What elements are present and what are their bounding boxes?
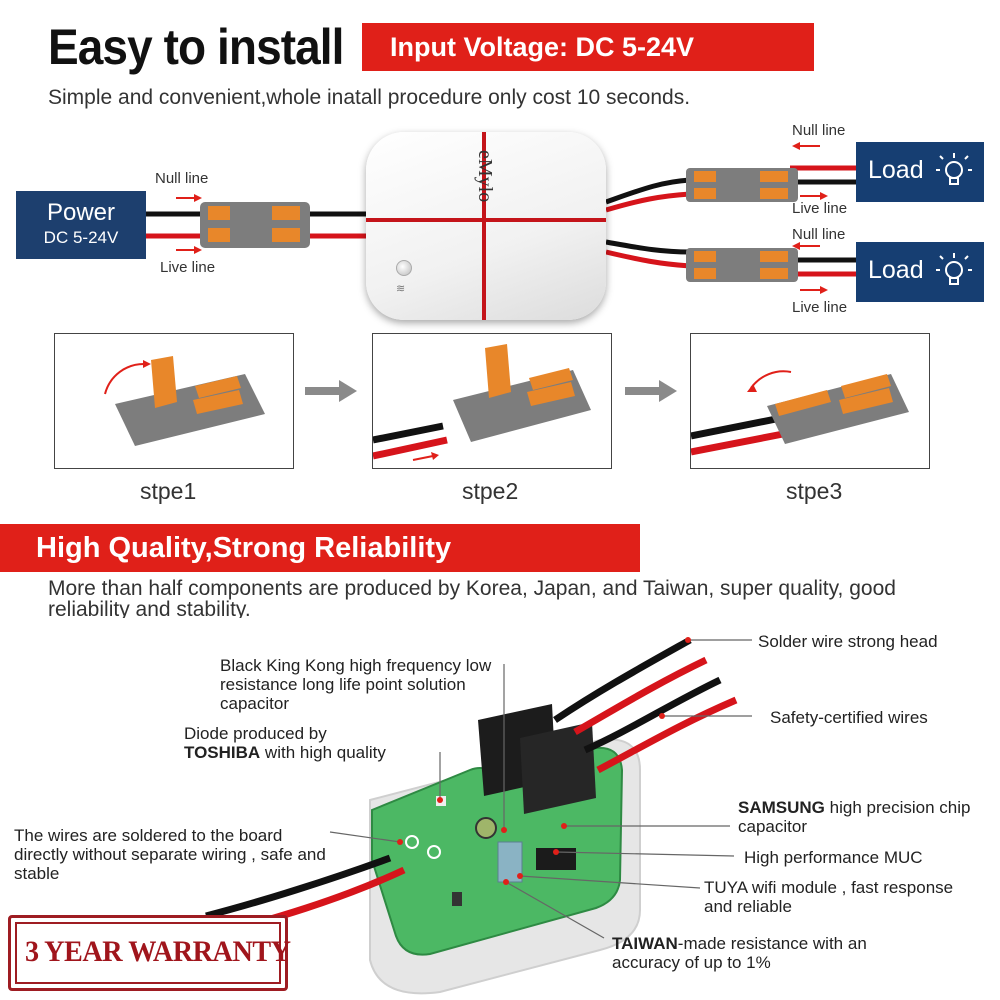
samsung-callout: SAMSUNG high precision chip capacitor — [738, 798, 988, 836]
power-voltage: DC 5-24V — [43, 228, 119, 247]
live-line-label-bottom: Live line — [792, 299, 848, 316]
voltage-banner: Input Voltage: DC 5-24V — [362, 23, 814, 71]
live-line-label-top: Live line — [792, 200, 848, 217]
safety-wires-callout: Safety-certified wires — [770, 708, 928, 727]
power-box: Power DC 5-24V — [16, 191, 146, 259]
load-label: Load — [868, 156, 924, 184]
page-title: Easy to install — [48, 19, 344, 75]
capacitor-callout: Black King Kong high frequency low resis… — [220, 656, 492, 713]
null-line-label-top: Null line — [792, 122, 846, 139]
diode-callout-brand: TOSHIBA — [184, 743, 261, 762]
wifi-icon: ≋ — [396, 283, 406, 295]
null-line-label-left: Null line — [155, 170, 209, 187]
soldered-callout: The wires are soldered to the board dire… — [14, 826, 326, 883]
samsung-callout-post: high precision chip capacitor — [738, 798, 971, 836]
solder-head-callout: Solder wire strong head — [758, 632, 938, 651]
lever-connector-right-bottom — [686, 248, 798, 282]
taiwan-callout-brand: TAIWAN — [612, 934, 678, 953]
muc-callout: High performance MUC — [744, 848, 923, 867]
samsung-callout-brand: SAMSUNG — [738, 798, 825, 817]
warranty-badge: 3 YEAR WARRANTY — [8, 915, 291, 991]
wire-insert-illustration — [373, 344, 591, 461]
smart-switch-device: eMylo ≋ — [366, 132, 606, 320]
voltage-banner-text: Input Voltage: DC 5-24V — [390, 32, 695, 62]
pcb-illustration — [205, 636, 752, 995]
step-1-label: stpe1 — [140, 478, 197, 504]
step-1-image — [54, 333, 294, 469]
lever-closed-illustration — [691, 370, 909, 456]
arrow-right-icon — [305, 380, 357, 402]
device-brand-logo: eMylo — [474, 150, 496, 203]
subtitle: Simple and convenient,whole inatall proc… — [48, 86, 691, 109]
taiwan-callout-post: -made resistance with an accuracy of up … — [612, 934, 867, 972]
step-2-image — [372, 333, 612, 469]
step-2-label: stpe2 — [462, 478, 519, 504]
lever-open-illustration — [104, 356, 265, 446]
lever-connector-right-top — [686, 168, 798, 202]
lever-connector-left — [200, 202, 310, 248]
bulb-icon — [936, 153, 972, 185]
power-label: Power — [46, 199, 116, 226]
status-led — [396, 260, 412, 276]
taiwan-callout: TAIWAN-made resistance with an accuracy … — [612, 934, 912, 972]
load-box-bottom: Load — [856, 242, 984, 302]
step-3-image — [690, 333, 930, 469]
arrow-right-icon — [625, 380, 677, 402]
warranty-text: 3 YEAR WARRANTY — [25, 935, 291, 968]
null-line-label-bottom: Null line — [792, 226, 846, 243]
quality-description: More than half components are produced b… — [48, 578, 896, 618]
load-label: Load — [868, 256, 924, 284]
live-line-label-left: Live line — [160, 259, 216, 276]
wiring-diagram — [146, 142, 856, 294]
quality-banner: High Quality,Strong Reliability — [0, 524, 640, 572]
step-3-label: stpe3 — [786, 478, 843, 504]
quality-banner-text: High Quality,Strong Reliability — [36, 532, 452, 564]
diode-callout: Diode produced by TOSHIBA with high qual… — [184, 724, 484, 762]
bulb-icon — [936, 253, 972, 285]
diode-callout-post: with high quality — [260, 743, 386, 762]
load-box-top: Load — [856, 142, 984, 202]
tuya-callout: TUYA wifi module , fast response and rel… — [704, 878, 954, 916]
diode-callout-pre: Diode produced by — [184, 724, 327, 743]
